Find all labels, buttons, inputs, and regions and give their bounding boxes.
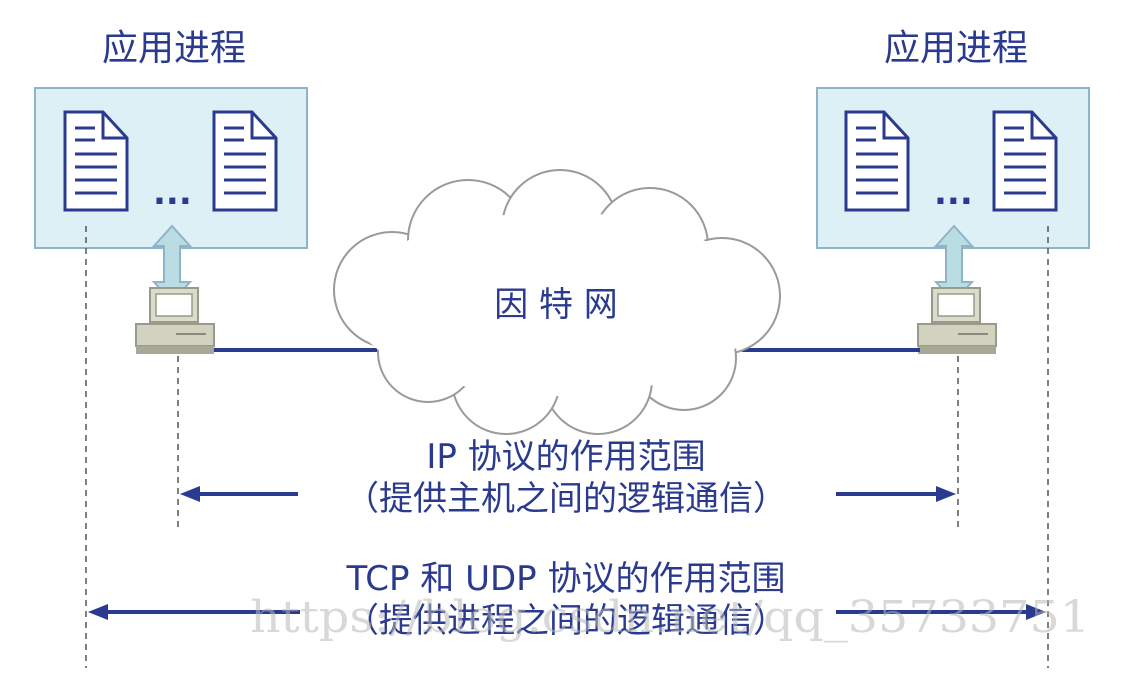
left-document-icon-2 (212, 110, 278, 212)
left-document-icon-1 (63, 110, 129, 212)
right-computer-icon (917, 287, 997, 355)
right-host: 应用进程 ... (816, 28, 1090, 355)
ip-scope-arrowhead-left (180, 486, 200, 502)
tcp-udp-scope: TCP 和 UDP 协议的作用范围 （提供进程之间的逻辑通信） (88, 559, 1046, 641)
tcp-udp-scope-arrowhead-right (1026, 604, 1046, 620)
right-document-icon-1 (844, 110, 910, 212)
right-document-icon-2 (992, 110, 1058, 212)
ip-scope-title: IP 协议的作用范围 (426, 437, 705, 477)
ip-scope: IP 协议的作用范围 （提供主机之间的逻辑通信） (180, 437, 956, 519)
left-host: 应用进程 ... (34, 28, 308, 355)
internet-label: 因 特 网 (494, 285, 618, 325)
right-app-process-title: 应用进程 (884, 28, 1028, 69)
ip-scope-subtitle: （提供主机之间的逻辑通信） (345, 479, 787, 519)
ip-scope-arrowhead-right (936, 486, 956, 502)
right-ellipsis: ... (934, 173, 973, 213)
watermark: https://blog.csdn.net/qq_35733751 (250, 592, 1090, 643)
left-ellipsis: ... (153, 173, 192, 213)
tcp-udp-scope-title: TCP 和 UDP 协议的作用范围 (345, 559, 785, 599)
tcp-udp-scope-arrowhead-left (88, 604, 108, 620)
left-computer-icon (135, 287, 215, 355)
tcp-udp-scope-subtitle: （提供进程之间的逻辑通信） (345, 601, 787, 641)
internet-cloud: 因 特 网 (333, 169, 781, 435)
left-app-process-title: 应用进程 (102, 28, 246, 69)
